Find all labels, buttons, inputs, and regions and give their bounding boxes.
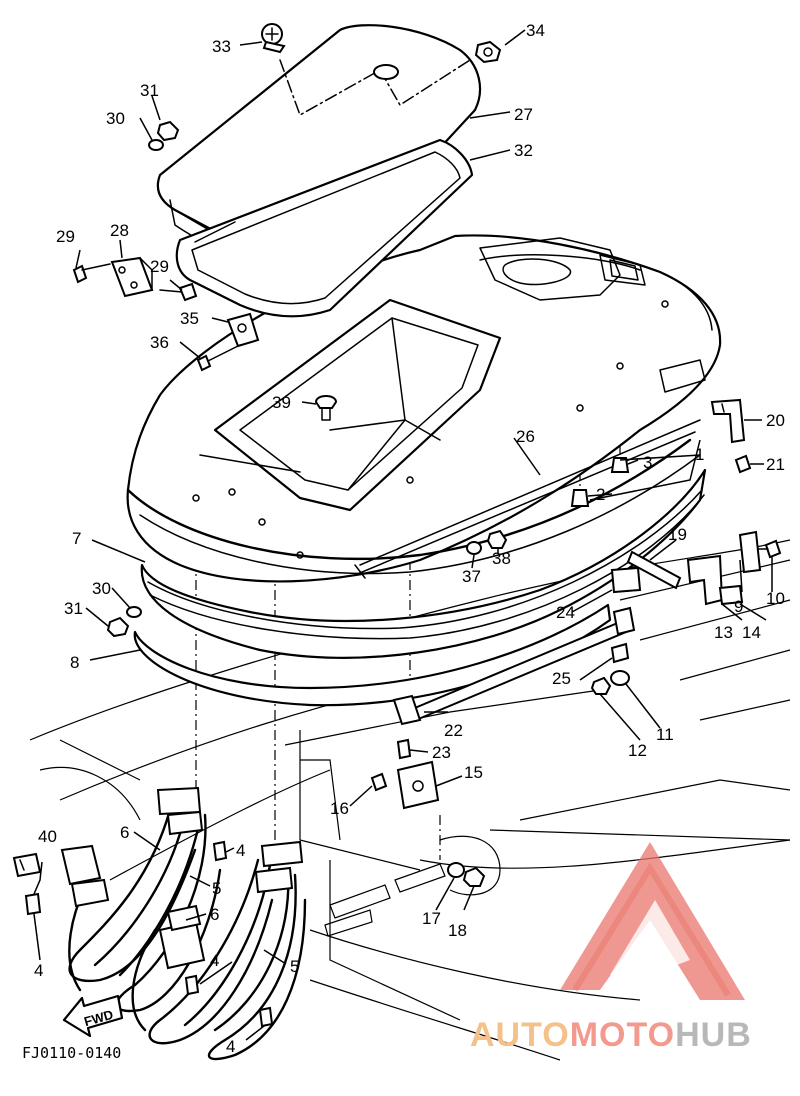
callout-5-b: 5 <box>290 957 299 976</box>
callout-2: 2 <box>596 485 605 504</box>
callout-10: 10 <box>766 589 785 608</box>
diagram-code: FJ0110-0140 <box>22 1044 121 1062</box>
callout-11: 11 <box>656 725 674 744</box>
callout-28: 28 <box>110 221 129 240</box>
callout-23: 23 <box>432 743 451 762</box>
callout-4-c: 4 <box>226 1037 235 1056</box>
callout-8: 8 <box>70 653 79 672</box>
callout-25: 25 <box>552 669 571 688</box>
callout-21: 21 <box>766 455 785 474</box>
callout-27: 27 <box>514 105 533 124</box>
callout-40: 40 <box>38 827 57 846</box>
callout-4-d: 4 <box>34 961 43 980</box>
callout-6-b: 6 <box>210 905 219 924</box>
callout-18: 18 <box>448 921 467 940</box>
callout-31-b: 31 <box>64 599 83 618</box>
callout-29-a: 29 <box>56 227 75 246</box>
callout-29-b: 29 <box>150 257 169 276</box>
callout-16: 16 <box>330 799 349 818</box>
callout-30-b: 30 <box>92 579 111 598</box>
callout-31-a: 31 <box>140 81 159 100</box>
callout-36: 36 <box>150 333 169 352</box>
callout-7: 7 <box>72 529 81 548</box>
leader-lines <box>33 29 773 1041</box>
callout-1: 1 <box>695 445 704 464</box>
callout-3: 3 <box>643 453 652 472</box>
callout-4-b: 4 <box>210 951 219 970</box>
watermark-text-auto: AUTOMOTOHUB <box>470 1016 752 1054</box>
watermark-logo: AUTOMOTOHUB <box>470 842 752 1054</box>
callout-38: 38 <box>492 549 511 568</box>
callout-17: 17 <box>422 909 441 928</box>
callout-22: 22 <box>444 721 463 740</box>
callout-5-a: 5 <box>212 879 221 898</box>
callout-numbers: 1 2 3 4 4 4 4 4 5 5 6 6 7 8 9 10 11 12 1… <box>34 21 785 1056</box>
callout-19: 19 <box>668 525 687 544</box>
callout-32: 32 <box>514 141 533 160</box>
hood-gasket <box>133 468 707 707</box>
callout-15: 15 <box>464 763 483 782</box>
callout-26: 26 <box>516 427 535 446</box>
callout-12: 12 <box>628 741 647 760</box>
callout-4-a: 4 <box>236 841 245 860</box>
callout-35: 35 <box>180 309 199 328</box>
callout-37: 37 <box>462 567 481 586</box>
fwd-arrow: FWD <box>62 994 124 1038</box>
engine-hood <box>126 234 722 583</box>
callout-24: 24 <box>556 603 575 622</box>
callout-30-a: 30 <box>106 109 125 128</box>
callout-6-a: 6 <box>120 823 129 842</box>
callout-33: 33 <box>212 37 231 56</box>
callout-9: 9 <box>734 597 743 616</box>
callout-14: 14 <box>742 623 761 642</box>
hull-background <box>29 539 791 1061</box>
storage-lid <box>156 24 482 318</box>
callout-34: 34 <box>526 21 545 40</box>
callout-13: 13 <box>714 623 733 642</box>
small-parts <box>72 23 782 887</box>
callout-39: 39 <box>272 393 291 412</box>
callout-20: 20 <box>766 411 785 430</box>
pipes <box>12 786 307 1061</box>
